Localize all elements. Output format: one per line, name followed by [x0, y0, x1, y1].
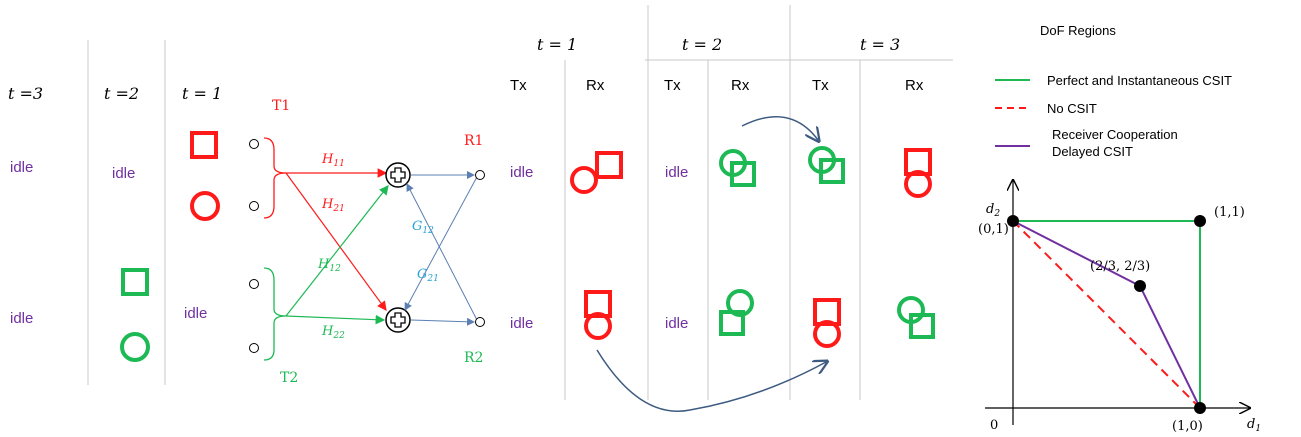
legend-label-no-csit: No CSIT [1047, 101, 1097, 116]
time-label-t3: t =3 [8, 84, 43, 103]
channel-h21-arrow [285, 172, 387, 311]
transmitter-t2-label: T2 [280, 370, 298, 386]
left-diagram: t =3 t =2 t = 1 idle idle idle idle T1 T… [8, 40, 485, 386]
green-circle-square-icon [719, 289, 754, 336]
middle-diagram: t = 1 t = 2 t = 3 Tx Rx Tx Rx Tx Rx idle… [510, 5, 953, 412]
point-label-0-1: (0,1) [978, 222, 1009, 237]
legend-label-delayed: Receiver Cooperation [1052, 127, 1178, 142]
red-circle-square-icon [570, 151, 623, 194]
idle-label: idle [184, 305, 207, 322]
forward-arrow [596, 349, 826, 412]
rx-label: Rx [905, 77, 924, 94]
idle-label: idle [112, 165, 135, 182]
point-2-3-2-3 [1134, 280, 1146, 292]
antenna-icon [475, 317, 485, 327]
channel-h22-arrow [285, 314, 386, 325]
receiver-r2-label: R2 [464, 350, 483, 366]
channel-g21-label: G21 [417, 267, 439, 284]
cooperation-g21-arrow [404, 174, 479, 311]
red-stacked-icon [584, 290, 612, 340]
legend-label-delayed: Delayed CSIT [1052, 144, 1133, 159]
rx-label: Rx [731, 77, 750, 94]
origin-label: 0 [990, 418, 998, 433]
point-label-1-1: (1,1) [1214, 205, 1245, 220]
time-label-t2: t =2 [104, 84, 139, 103]
time-label-t2: t = 2 [682, 35, 722, 54]
green-circle-icon [120, 332, 150, 362]
receiver-r1-label: R1 [464, 133, 483, 149]
channel-g12-label: G12 [412, 219, 434, 236]
idle-label: idle [510, 315, 533, 332]
idle-label: idle [665, 315, 688, 332]
point-0-1 [1007, 215, 1019, 227]
channel-h11-label: H11 [321, 152, 345, 169]
y-axis-label: d2 [986, 202, 1000, 219]
channel-h21-label: H21 [321, 197, 345, 214]
t2-brace [263, 267, 287, 361]
green-circle-square-icon [719, 149, 756, 187]
tx-label: Tx [664, 77, 681, 94]
dof-region-chart: DoF Regions Perfect and Instantaneous CS… [978, 23, 1261, 434]
time-label-t1: t = 1 [537, 35, 577, 54]
chart-title: DoF Regions [1040, 23, 1116, 38]
forward-arrow [741, 115, 818, 140]
tx-label: Tx [510, 77, 527, 94]
channel-h12-label: H12 [317, 257, 341, 274]
idle-label: idle [10, 310, 33, 327]
time-label-t1: t = 1 [182, 84, 222, 103]
red-square-icon [190, 131, 218, 159]
channel-h12-arrow [285, 185, 389, 317]
idle-label: idle [10, 159, 33, 176]
time-label-t3: t = 3 [860, 35, 900, 54]
x-axis-label: d1 [1247, 417, 1261, 434]
red-stacked-icon [904, 148, 932, 198]
point-1-1 [1194, 215, 1206, 227]
idle-label: idle [510, 164, 533, 181]
red-circle-icon [190, 191, 220, 221]
r2-link-arrow [410, 317, 475, 326]
red-stacked-icon [813, 298, 841, 348]
antenna-icon [249, 343, 259, 353]
rx-label: Rx [586, 77, 605, 94]
green-circle-square-icon [897, 296, 935, 339]
region-delayed-csit [1012, 220, 1201, 409]
channel-h22-label: H22 [321, 324, 345, 341]
region-no-csit [1012, 220, 1201, 409]
green-square-icon [121, 268, 149, 296]
t1-brace [263, 137, 287, 219]
tx-label: Tx [812, 77, 829, 94]
green-circle-square-icon [808, 146, 845, 184]
cooperation-g12-arrow [406, 183, 479, 323]
antenna-icon [475, 170, 485, 180]
legend-label-perfect: Perfect and Instantaneous CSIT [1047, 73, 1232, 88]
transmitter-t1-label: T1 [272, 98, 290, 114]
point-label-1-0: (1,0) [1172, 419, 1203, 434]
point-1-0 [1194, 402, 1206, 414]
point-label-2-3: (2/3, 2/3) [1090, 259, 1150, 274]
antenna-icon [249, 279, 259, 289]
antenna-icon [249, 139, 259, 149]
antenna-icon [249, 201, 259, 211]
region-perfect-csit [1013, 220, 1201, 408]
idle-label: idle [665, 164, 688, 181]
adder-node-r2 [385, 307, 411, 333]
adder-node-r1 [385, 162, 411, 188]
